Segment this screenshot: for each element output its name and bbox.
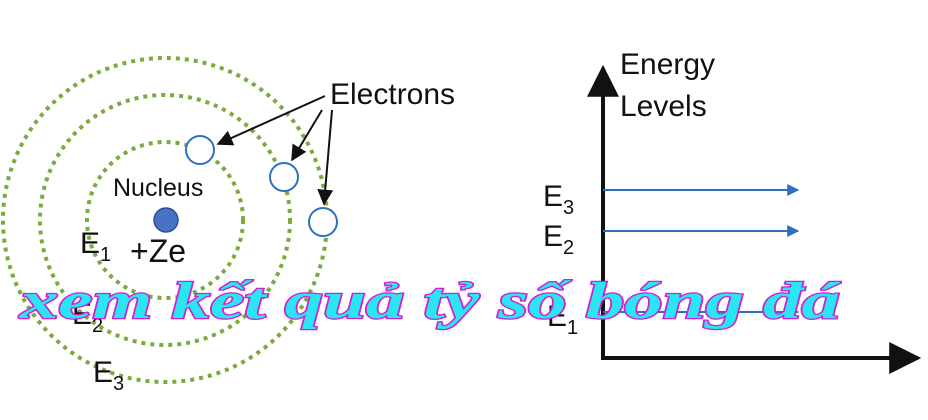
orbit-2 <box>38 93 292 347</box>
electron <box>185 135 215 165</box>
energy-label-e1: E1 <box>547 300 578 339</box>
watermark-text: xem kết quả tỷ số bóng đá <box>19 273 842 330</box>
energy-axis-title-line1: Energy <box>620 48 715 81</box>
energy-axis-title-line2: Levels <box>620 90 707 123</box>
nucleus-label: Nucleus <box>113 174 203 202</box>
energy-label-e3: E3 <box>543 180 574 219</box>
energy-label-e2: E2 <box>543 220 574 259</box>
charge-label: +Ze <box>130 233 186 269</box>
electron-pointer <box>317 109 334 206</box>
orbit-label-e3: E3 <box>93 356 124 395</box>
svg-text:E3: E3 <box>93 356 124 395</box>
svg-text:E2: E2 <box>72 298 103 337</box>
orbit-1 <box>85 140 245 300</box>
electron-pointer <box>216 95 326 146</box>
nucleus <box>153 207 179 233</box>
orbit-label-e2: E2 <box>72 298 103 337</box>
electron <box>269 162 299 192</box>
svg-text:E1: E1 <box>547 300 578 339</box>
svg-text:E1: E1 <box>80 227 111 266</box>
orbit-label-e1: E1 <box>80 227 111 266</box>
electron-pointer <box>291 109 323 162</box>
electrons-label: Electrons <box>330 78 455 111</box>
svg-text:E3: E3 <box>543 180 574 219</box>
electron <box>308 207 338 237</box>
svg-text:E2: E2 <box>543 220 574 259</box>
